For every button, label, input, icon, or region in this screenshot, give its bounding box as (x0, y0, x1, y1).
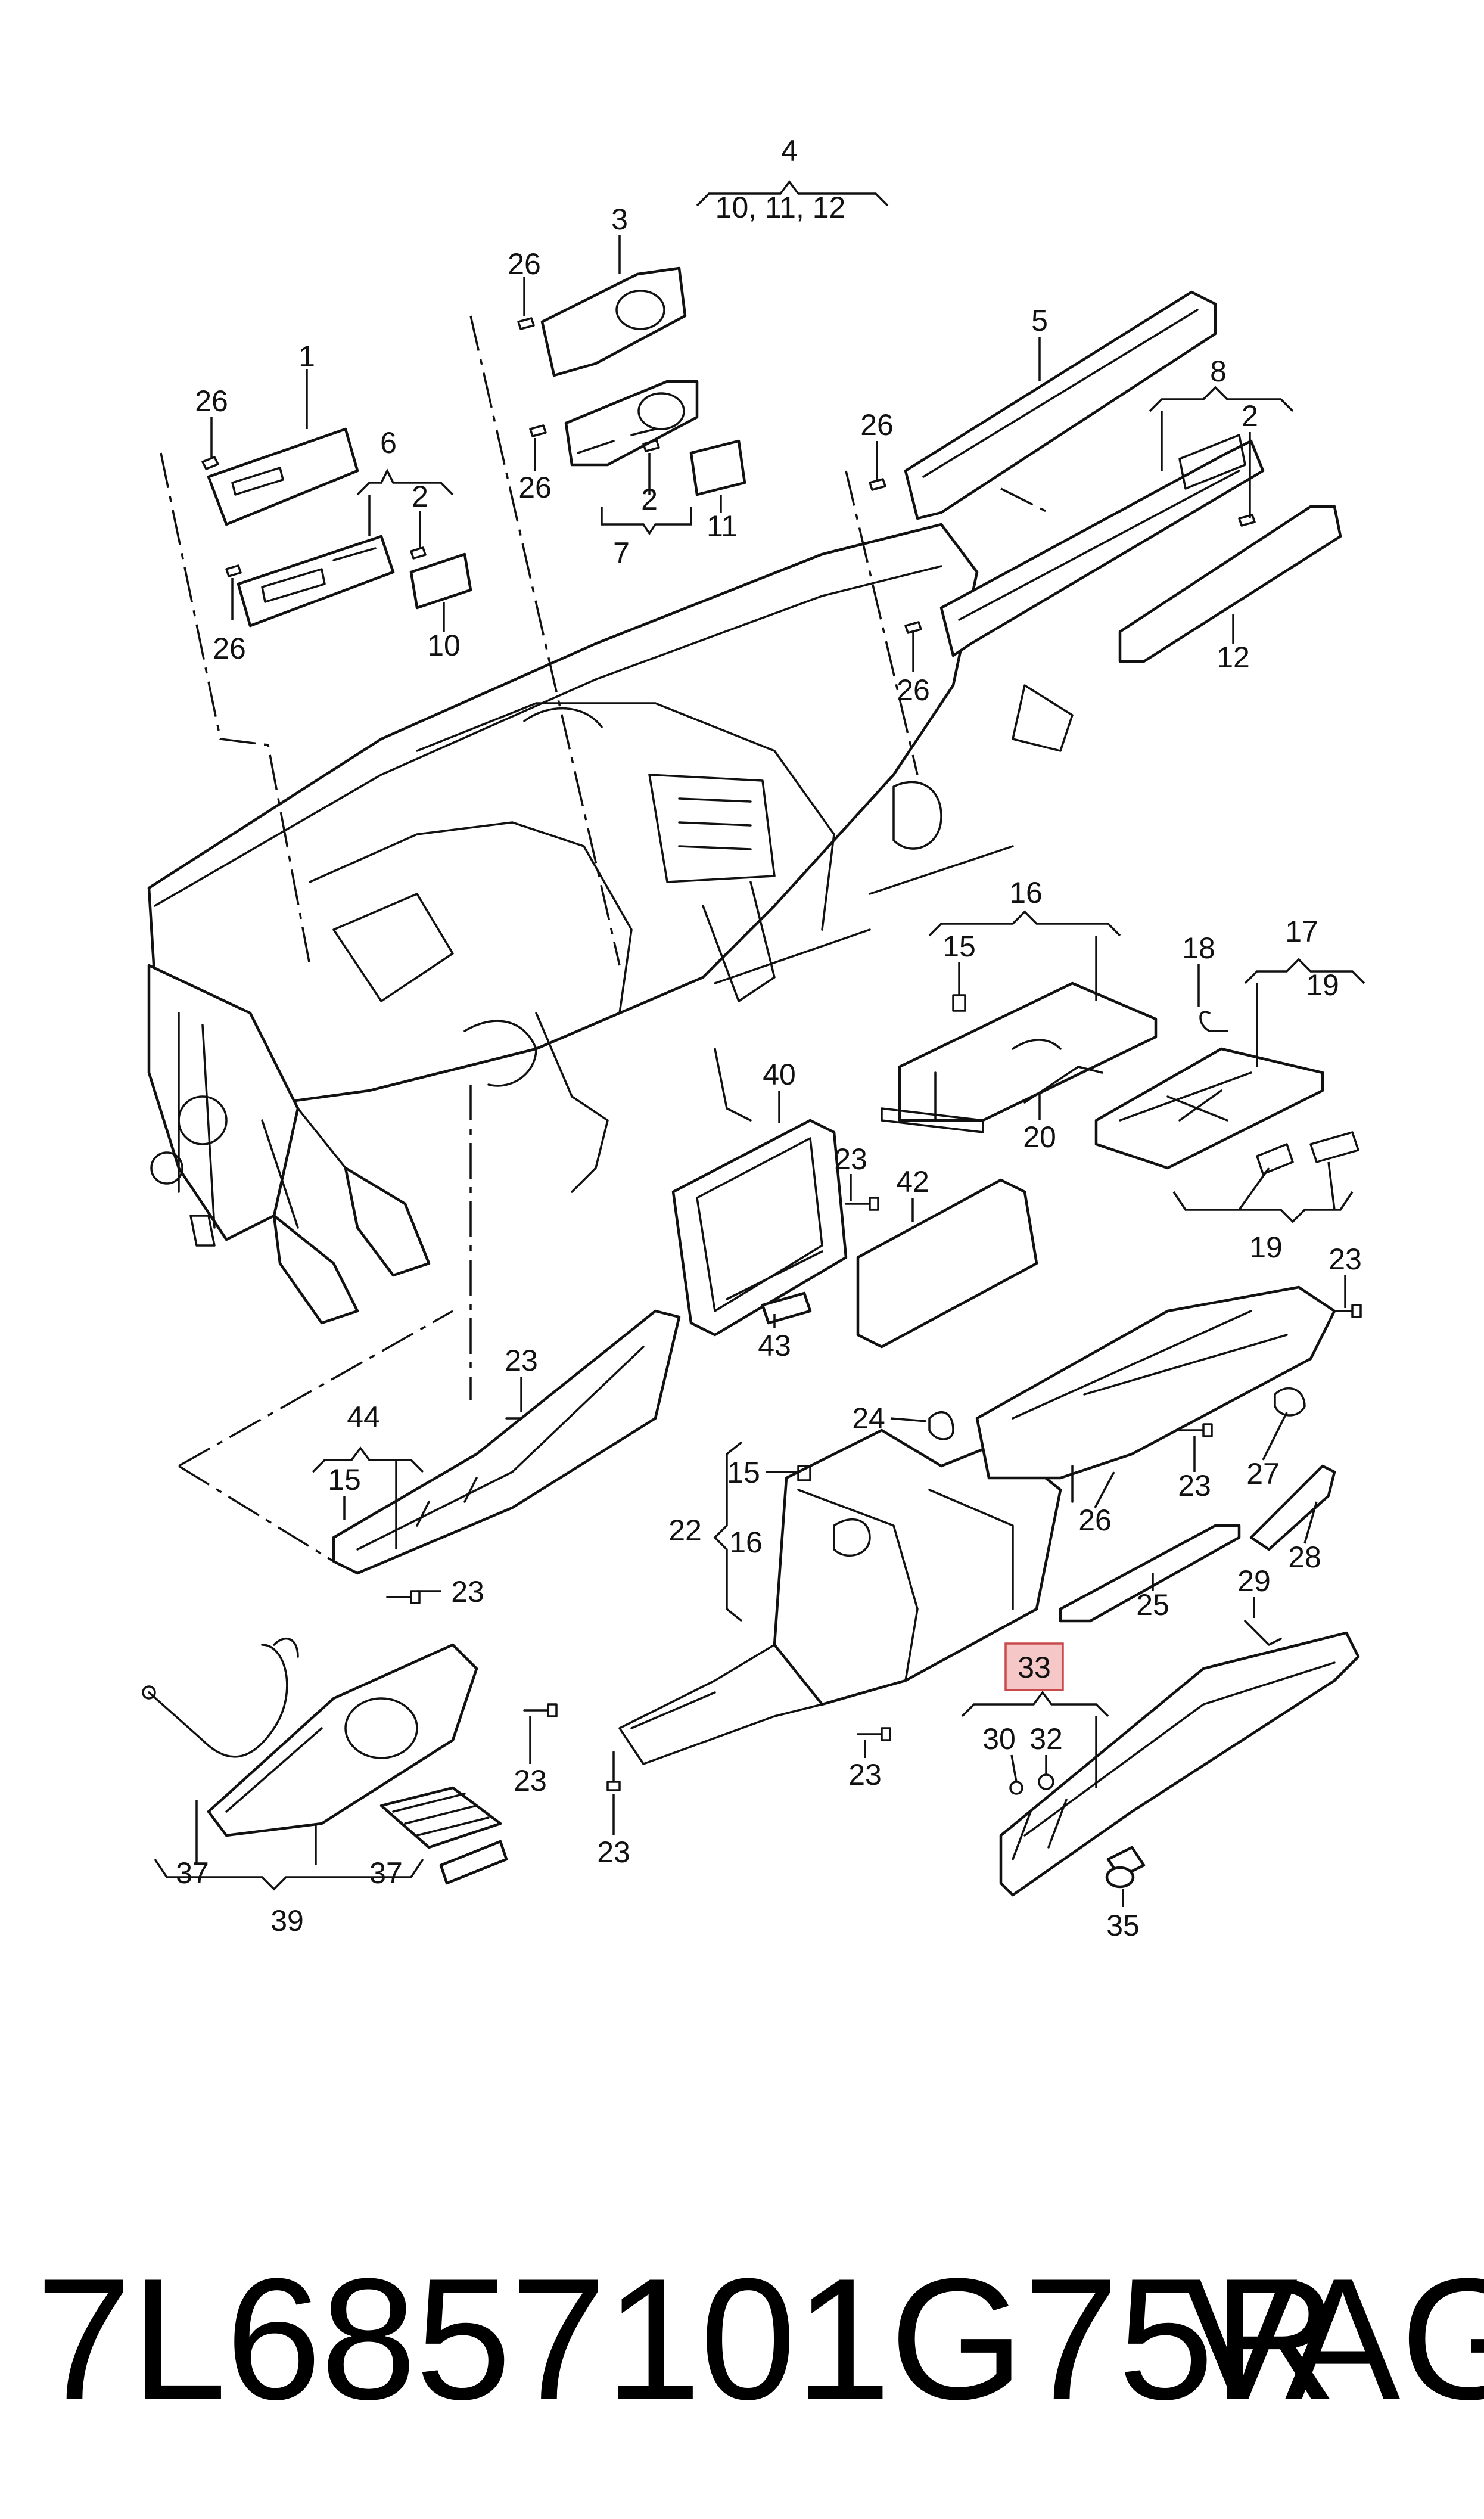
callout-12: 12 (1217, 641, 1250, 674)
part-20-rod (1023, 1066, 1103, 1104)
callout-33-highlight (1004, 1642, 1064, 1691)
callout-23-b: 23 (1329, 1243, 1362, 1276)
callout-1: 1 (298, 340, 315, 373)
part-15-clip-lower (797, 1465, 811, 1481)
callout-10: 10 (427, 629, 461, 662)
callout-26-e: 26 (860, 408, 894, 442)
part-1-panel (207, 427, 359, 526)
callout-39: 39 (270, 1904, 304, 1937)
callout-26-f: 26 (897, 673, 930, 707)
callout-27: 27 (1246, 1457, 1280, 1490)
callout-2-c: 2 (1242, 399, 1258, 433)
part-12-trim (1118, 505, 1342, 663)
part-39-panel (207, 1637, 478, 1837)
callout-43: 43 (758, 1329, 791, 1362)
callout-26-c: 26 (195, 384, 228, 418)
part-33-glovebox-lid (999, 1631, 1360, 1897)
callout-29: 29 (1237, 1564, 1271, 1598)
callout-28: 28 (1288, 1540, 1321, 1574)
callout-3: 3 (611, 203, 628, 236)
callout-32: 32 (1029, 1722, 1063, 1756)
callout-8: 8 (1210, 355, 1227, 388)
callout-30: 30 (982, 1722, 1016, 1756)
callout-23-h: 23 (597, 1835, 630, 1869)
part-28-trim (1249, 1464, 1336, 1551)
callout-33: 33 (1018, 1651, 1051, 1684)
part-5-trim (904, 290, 1217, 520)
brand-label: VAG (1183, 2242, 1484, 2436)
part-37-cable (148, 1644, 288, 1758)
part-number: 7L6857101G75R (36, 2242, 1337, 2436)
callout-37-a: 37 (176, 1856, 209, 1890)
callout-23-e: 23 (1178, 1469, 1211, 1502)
pedal-assembly (147, 964, 431, 1325)
part-18-hook (1199, 1011, 1228, 1032)
part-11-cover (689, 439, 746, 496)
part-16-frame (881, 981, 1158, 1133)
callout-23-f: 23 (514, 1764, 547, 1797)
callout-4-sub: 10, 11, 12 (715, 191, 846, 224)
callout-2-a: 2 (641, 483, 658, 516)
callout-23-a: 23 (834, 1142, 867, 1176)
part-37-grille (379, 1786, 508, 1885)
part-24-clip (928, 1411, 954, 1440)
part-42-display (856, 1178, 1038, 1349)
callout-40: 40 (763, 1058, 796, 1091)
callout-26-d: 26 (213, 632, 246, 665)
callout-25: 25 (1136, 1588, 1169, 1622)
glovebox-housing (975, 1285, 1336, 1503)
leader-lines (154, 180, 1365, 1907)
callout-22: 22 (668, 1514, 702, 1547)
part-40-nav-frame (671, 1119, 848, 1337)
callout-11: 11 (707, 510, 738, 543)
clip-group (201, 317, 1256, 634)
part-27-latch (1274, 1387, 1306, 1417)
callout-6: 6 (380, 426, 397, 459)
callout-4: 4 (781, 134, 798, 167)
part-8-dash-trim (939, 434, 1265, 657)
callout-labels: 4 10, 11, 12 3 26 26 2 7 11 26 1 6 2 26 … (176, 134, 1362, 1942)
callout-35: 35 (1106, 1909, 1140, 1942)
callout-26-g: 26 (1078, 1504, 1112, 1537)
callout-17: 17 (1285, 915, 1318, 948)
callout-2-b: 2 (412, 480, 428, 513)
callout-20: 20 (1023, 1120, 1056, 1154)
part-6-panel (237, 535, 395, 628)
part-19-clips (1256, 1131, 1359, 1175)
part-25-strip (1059, 1524, 1241, 1623)
callout-23-g: 23 (848, 1758, 882, 1791)
callout-37-b: 37 (369, 1856, 403, 1890)
part-17-tray (1094, 1047, 1324, 1170)
callout-23-c: 23 (505, 1344, 538, 1377)
callout-19-a: 19 (1306, 968, 1339, 1002)
callout-16-a: 16 (1009, 876, 1043, 909)
callout-15-b: 15 (328, 1463, 361, 1496)
callout-26-a: 26 (508, 247, 541, 281)
part-15-clip (952, 994, 966, 1012)
callout-44: 44 (347, 1400, 380, 1434)
callout-5: 5 (1031, 304, 1048, 337)
callout-7: 7 (613, 536, 630, 570)
callout-18: 18 (1182, 931, 1215, 965)
callout-15-c: 15 (727, 1456, 760, 1489)
part-29-pin (1244, 1620, 1282, 1646)
callout-42: 42 (896, 1165, 929, 1198)
part-44-trim (332, 1309, 681, 1575)
callout-24: 24 (852, 1402, 885, 1435)
part-35-knob (1105, 1846, 1146, 1889)
callout-26-b: 26 (518, 471, 552, 504)
part-10-cover (409, 552, 472, 610)
callout-23-d: 23 (451, 1575, 484, 1608)
part-22-console (618, 1428, 1062, 1765)
dashboard-body (147, 523, 1074, 1193)
part-3-trim (540, 266, 699, 467)
callout-15-a: 15 (942, 930, 976, 963)
callout-16-b: 16 (729, 1526, 763, 1559)
callout-19-b: 19 (1249, 1231, 1283, 1264)
